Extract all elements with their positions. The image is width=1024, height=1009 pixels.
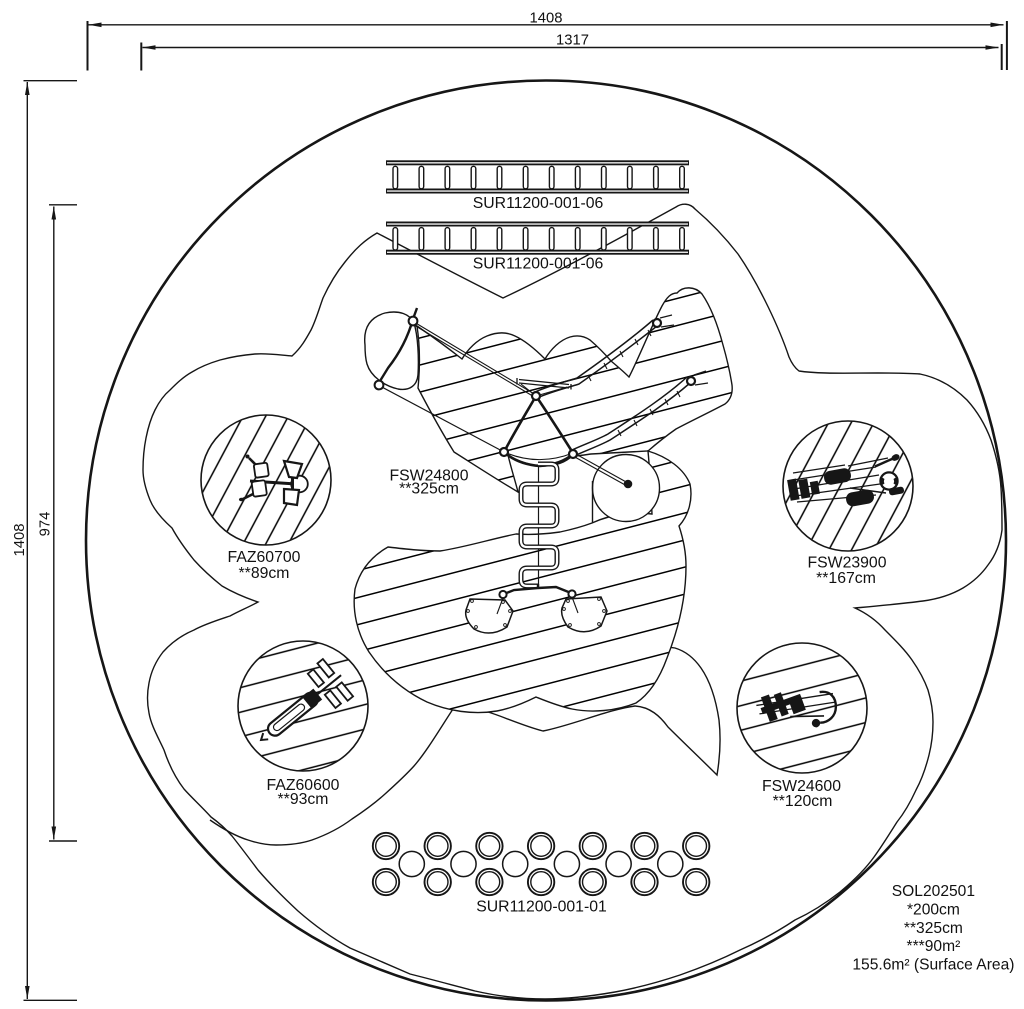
svg-text:***90m²: ***90m² xyxy=(907,938,961,955)
svg-text:FSW24800: FSW24800 xyxy=(389,468,468,485)
svg-text:FAZ60700: FAZ60700 xyxy=(228,549,301,566)
svg-text:FSW23900: FSW23900 xyxy=(807,555,886,572)
svg-text:FAZ60600: FAZ60600 xyxy=(267,777,340,794)
svg-text:SUR11200-001-06: SUR11200-001-06 xyxy=(473,195,604,212)
svg-text:1408: 1408 xyxy=(530,11,563,27)
svg-text:155.6m² (Surface Area): 155.6m² (Surface Area) xyxy=(852,957,1014,974)
svg-text:**120cm: **120cm xyxy=(773,793,833,810)
svg-text:**325cm: **325cm xyxy=(904,920,963,937)
svg-text:SOL202501: SOL202501 xyxy=(892,883,975,900)
svg-text:FSW24600: FSW24600 xyxy=(762,778,841,795)
svg-text:SUR11200-001-06: SUR11200-001-06 xyxy=(473,256,604,273)
svg-text:SUR11200-001-01: SUR11200-001-01 xyxy=(476,899,607,916)
svg-text:**93cm: **93cm xyxy=(278,791,329,808)
svg-text:1317: 1317 xyxy=(556,33,589,49)
svg-text:**167cm: **167cm xyxy=(816,570,876,587)
svg-text:**89cm: **89cm xyxy=(239,565,290,582)
svg-text:**325cm: **325cm xyxy=(399,481,459,498)
svg-text:1408: 1408 xyxy=(12,524,28,557)
svg-text:974: 974 xyxy=(38,512,54,537)
svg-text:*200cm: *200cm xyxy=(907,902,960,919)
